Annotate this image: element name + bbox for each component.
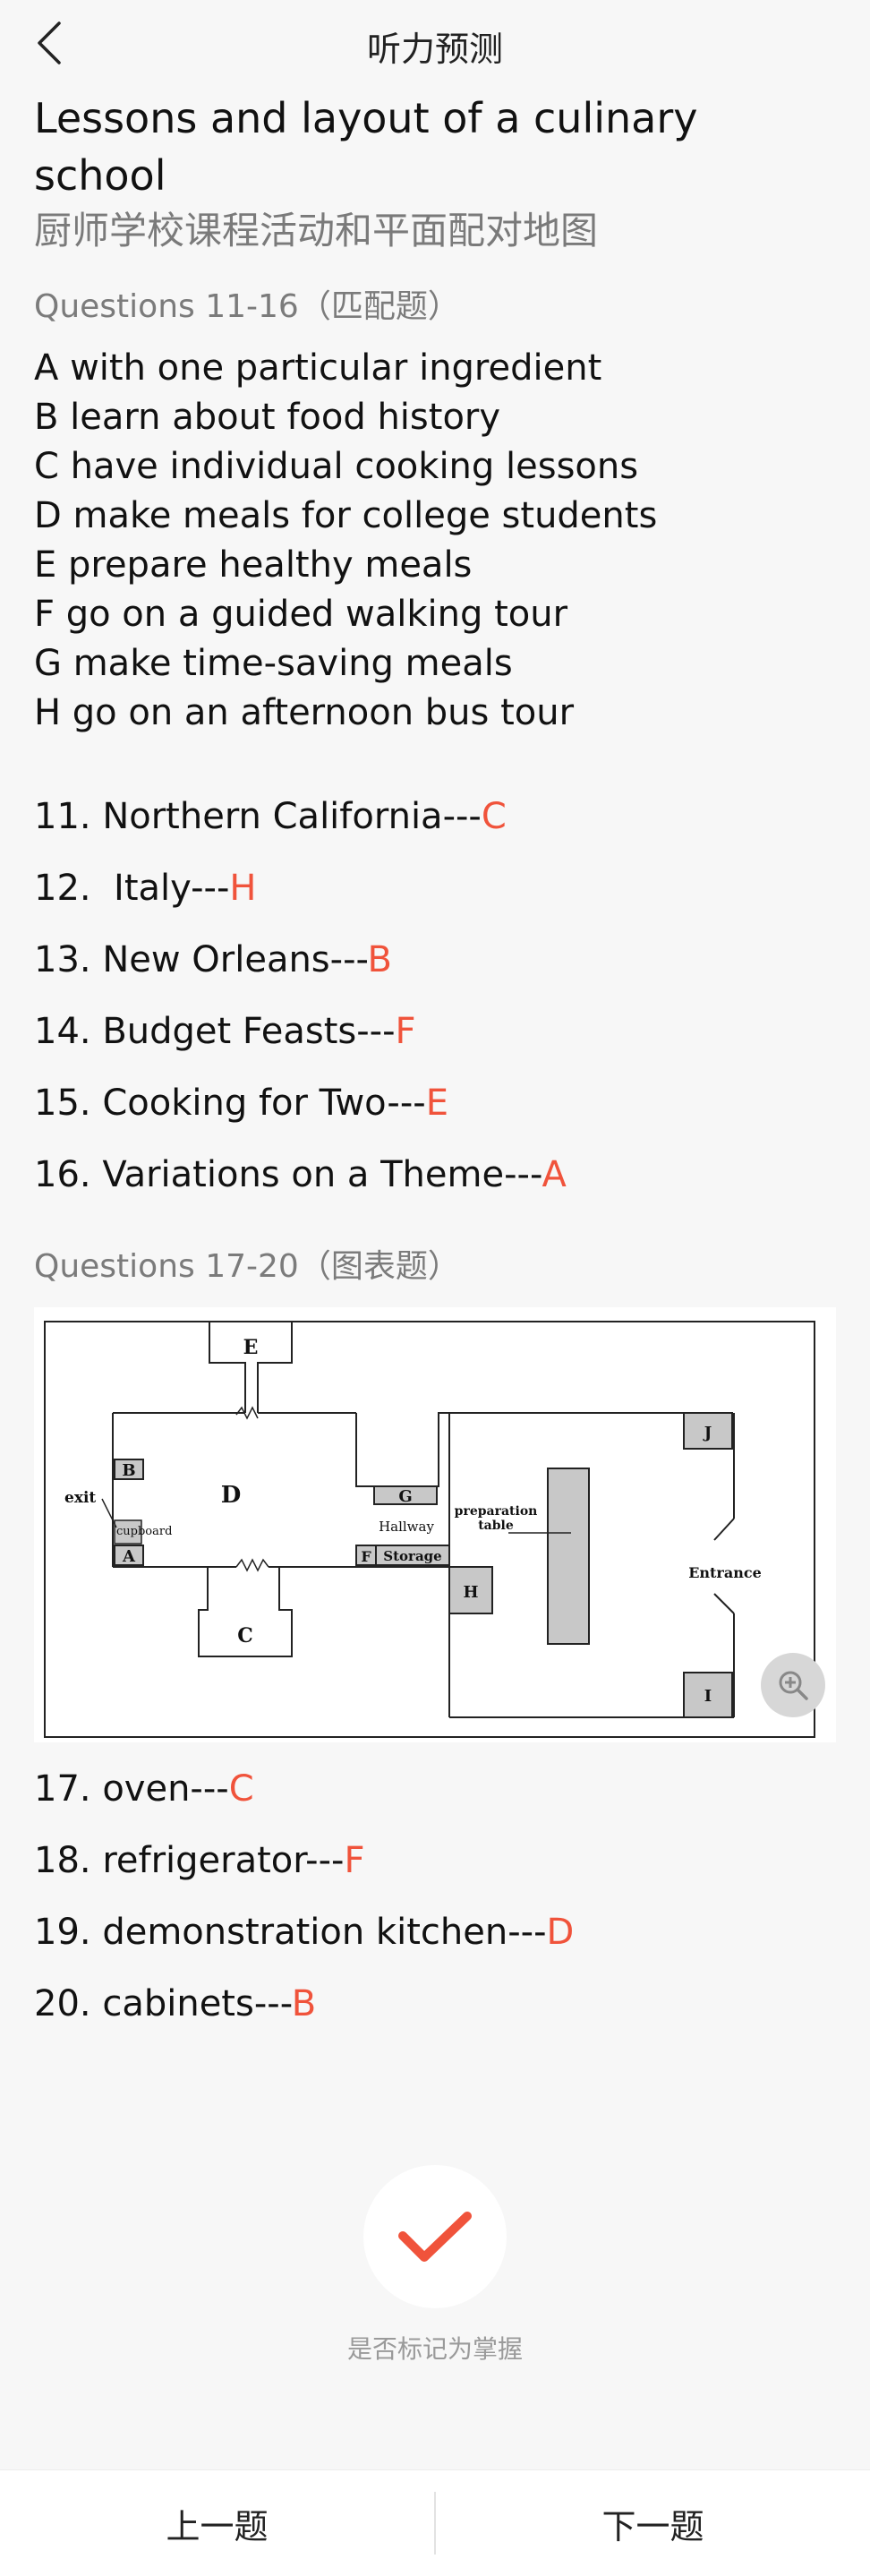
footer-divider [434, 2492, 436, 2555]
option-item: A with one particular ingredient [34, 347, 602, 389]
map-label-b: B [122, 1461, 135, 1480]
answer-text: B [291, 1983, 317, 2024]
question-item: 17. oven---C [34, 1753, 836, 1825]
answer-text: F [344, 1840, 365, 1881]
top-bar: 听力预测 [0, 0, 870, 86]
question-text: 19. demonstration kitchen--- [34, 1912, 547, 1953]
answer-text: F [395, 1011, 416, 1052]
answer-text: D [546, 1912, 575, 1953]
answer-text: B [367, 939, 392, 980]
question-text: 18. refrigerator--- [34, 1840, 345, 1881]
question-item: 14. Budget Feasts---F [34, 996, 836, 1067]
question-item: 16. Variations on a Theme---A [34, 1139, 836, 1211]
map-label-table: table [478, 1519, 514, 1533]
lesson-title-zh: 厨师学校课程活动和平面配对地图 [34, 209, 599, 252]
answer-text: E [425, 1083, 448, 1124]
option-item: G make time-saving meals [34, 643, 513, 684]
map-label-g: G [398, 1487, 412, 1506]
option-item: F go on a guided walking tour [34, 594, 568, 635]
map-label-e: E [243, 1336, 259, 1359]
map-label-d: D [221, 1482, 242, 1509]
option-list: A with one particular ingredient B learn… [34, 344, 836, 738]
lesson-title-en: Lessons and layout of a culinary school [34, 94, 698, 200]
question-text: 13. New Orleans--- [34, 939, 368, 980]
answer-text: C [228, 1768, 254, 1810]
question-item: 20. cabinets---B [34, 1968, 836, 2040]
question-item: 13. New Orleans---B [34, 924, 836, 996]
prev-question-button[interactable]: 上一题 [166, 2506, 269, 2546]
next-question-button[interactable]: 下一题 [601, 2506, 704, 2546]
mark-mastered-label: 是否标记为掌握 [346, 2334, 523, 2364]
map-label-h: H [463, 1583, 478, 1602]
option-item: C have individual cooking lessons [34, 446, 639, 487]
floor-plan-diagram: E D B A C G F H I J exit cupboard Hallwa… [44, 1321, 815, 1738]
question-text: 20. cabinets--- [34, 1983, 292, 2024]
question-text: 14. Budget Feasts--- [34, 1011, 396, 1052]
option-item: B learn about food history [34, 397, 501, 438]
question-text: 15. Cooking for Two--- [34, 1083, 426, 1124]
mark-mastered-button[interactable] [363, 2165, 507, 2308]
map-label-c: C [237, 1624, 253, 1647]
page-title: 听力预测 [366, 30, 503, 69]
lesson-content: Lessons and layout of a culinary school … [34, 90, 836, 2040]
question-item: 15. Cooking for Two---E [34, 1067, 836, 1139]
question-item: 11. Northern California---C [34, 781, 836, 852]
question-text: 12. Italy--- [34, 868, 230, 909]
question-item: 18. refrigerator---F [34, 1825, 836, 1896]
zoom-button[interactable] [761, 1653, 825, 1717]
map-label-exit: exit [64, 1489, 96, 1507]
option-item: D make meals for college students [34, 495, 658, 536]
option-item: H go on an afternoon bus tour [34, 692, 575, 733]
answer-text: C [481, 796, 507, 837]
map-label-storage: Storage [383, 1548, 441, 1564]
bottom-nav: 上一题 下一题 [0, 2469, 870, 2576]
question-item: 19. demonstration kitchen---D [34, 1896, 836, 1968]
zoom-in-icon [779, 1671, 808, 1700]
floor-plan-image[interactable]: E D B A C G F H I J exit cupboard Hallwa… [34, 1307, 836, 1742]
map-label-preparation: preparation [455, 1504, 538, 1519]
question-text: 11. Northern California--- [34, 796, 482, 837]
answer-text: A [542, 1154, 567, 1195]
question-item: 12. Italy---H [34, 852, 836, 924]
back-button[interactable] [27, 16, 72, 70]
map-label-cupboard: cupboard [116, 1525, 172, 1538]
answer-text: H [229, 868, 257, 909]
map-label-i: I [704, 1687, 712, 1706]
checkmark-icon [398, 2212, 472, 2262]
section-1-label: Questions 11-16（匹配题） [34, 288, 460, 325]
back-arrow-icon [38, 21, 61, 64]
question-list-1: 11. Northern California---C 12. Italy---… [34, 781, 836, 1211]
map-label-f: F [361, 1548, 371, 1565]
question-text: 17. oven--- [34, 1768, 229, 1810]
section-2-label: Questions 17-20（图表题） [34, 1248, 460, 1285]
question-list-2: 17. oven---C 18. refrigerator---F 19. de… [34, 1753, 836, 2040]
map-label-a: A [122, 1547, 136, 1566]
map-label-j: J [703, 1424, 712, 1442]
map-label-entrance: Entrance [688, 1564, 762, 1581]
question-text: 16. Variations on a Theme--- [34, 1154, 542, 1195]
map-label-hallway: Hallway [379, 1519, 434, 1535]
option-item: E prepare healthy meals [34, 544, 473, 586]
